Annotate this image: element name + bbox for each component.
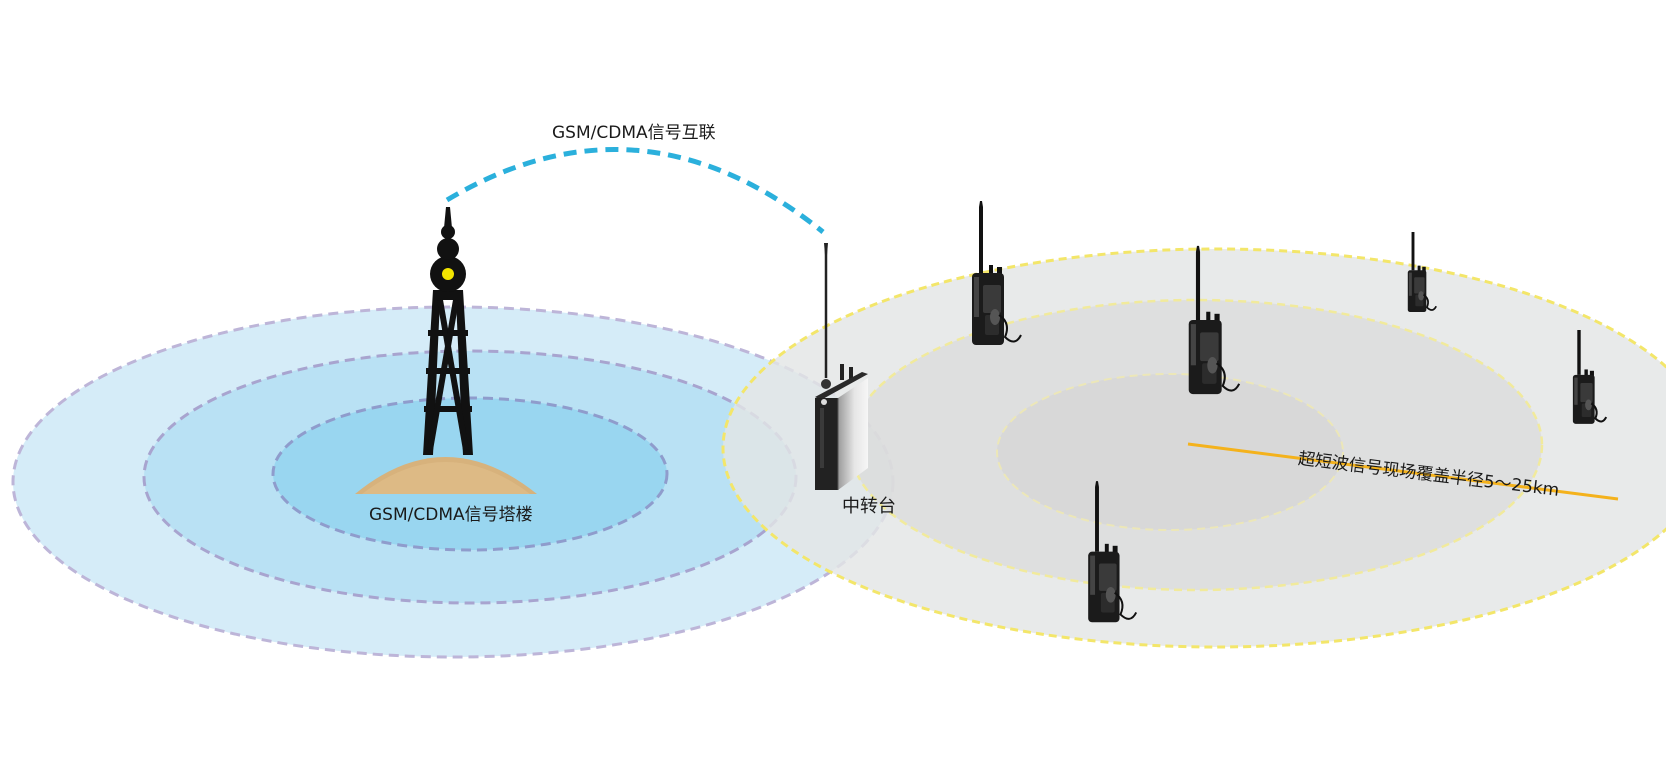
relay-label: 中转台 (842, 496, 896, 517)
walkie-talkie-icon (1407, 232, 1437, 313)
signal-tower-icon (355, 207, 537, 494)
walkie-talkie-icon (1572, 330, 1608, 424)
walkie-talkie-icon (972, 201, 1022, 345)
link-label: GSM/CDMA信号互联 (552, 123, 716, 143)
uhf-coverage-zone (721, 247, 1666, 649)
repeater-station-icon (815, 243, 868, 490)
tower-label: GSM/CDMA信号塔楼 (369, 505, 533, 525)
uhf-zone-inner (996, 373, 1344, 531)
walkie-talkie-icon (1188, 245, 1241, 395)
coverage-radius-line (1187, 442, 1619, 501)
gsm-link-arc (445, 147, 825, 234)
walkie-talkie-icon (1088, 481, 1138, 623)
